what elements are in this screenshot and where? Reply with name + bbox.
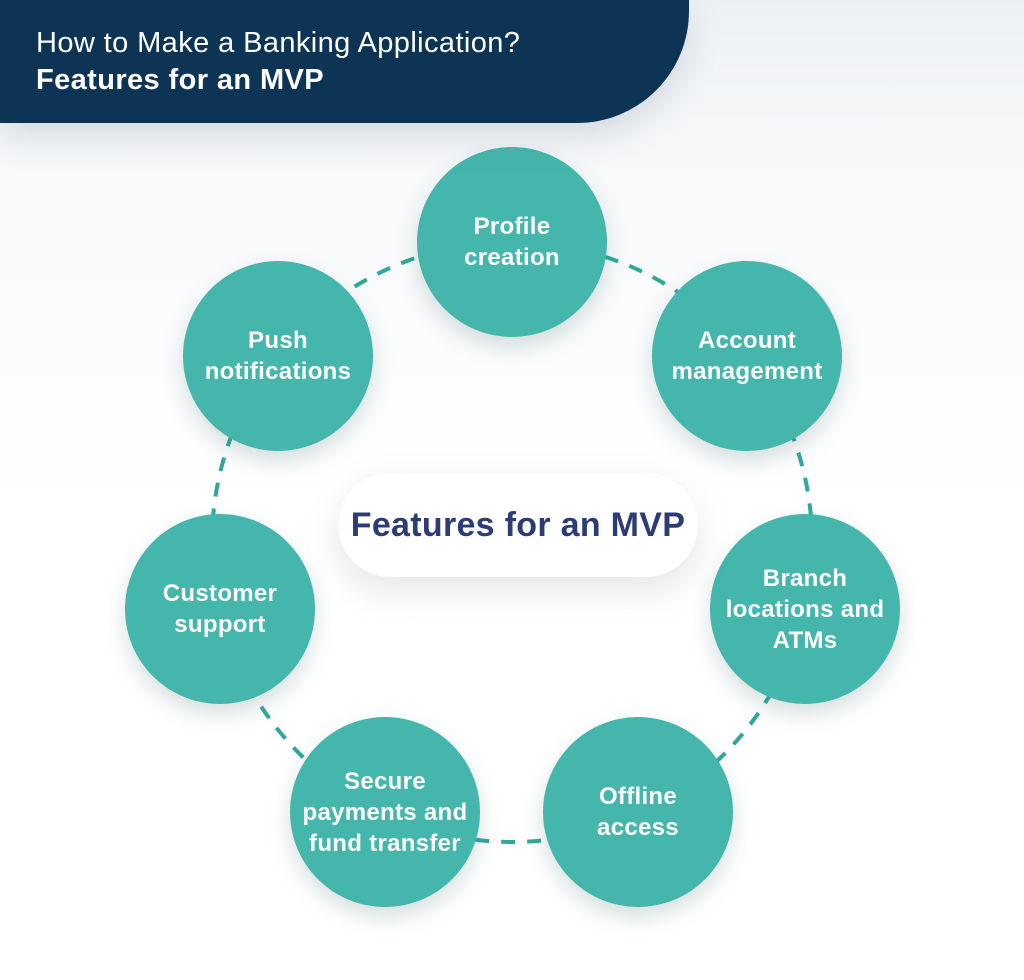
header-banner: How to Make a Banking Application? Featu… (0, 0, 689, 123)
feature-circle-branch-locations-atms: Branch locations and ATMs (710, 514, 900, 704)
feature-label-branch-locations-atms: Branch locations and ATMs (725, 564, 885, 654)
page-title: How to Make a Banking Application? (36, 27, 521, 59)
feature-label-account-management: Account management (671, 327, 823, 385)
center-label-text: Features for an MVP (350, 505, 686, 544)
feature-circle-customer-support: Customer support (125, 514, 315, 704)
feature-label-customer-support: Customer support (162, 580, 278, 638)
center-label-pill: Features for an MVP (338, 473, 698, 577)
feature-label-secure-payments: Secure payments and fund transfer (302, 767, 468, 857)
feature-circle-push-notifications: Push notifications (183, 261, 373, 451)
feature-circle-offline-access: Offline access (543, 717, 733, 907)
feature-circle-secure-payments: Secure payments and fund transfer (290, 717, 480, 907)
feature-label-profile-creation: Profile creation (464, 213, 560, 271)
page-subtitle: Features for an MVP (36, 64, 324, 96)
feature-label-push-notifications: Push notifications (204, 327, 352, 385)
feature-circle-account-management: Account management (652, 261, 842, 451)
feature-circle-profile-creation: Profile creation (417, 147, 607, 337)
feature-label-offline-access: Offline access (597, 783, 679, 841)
